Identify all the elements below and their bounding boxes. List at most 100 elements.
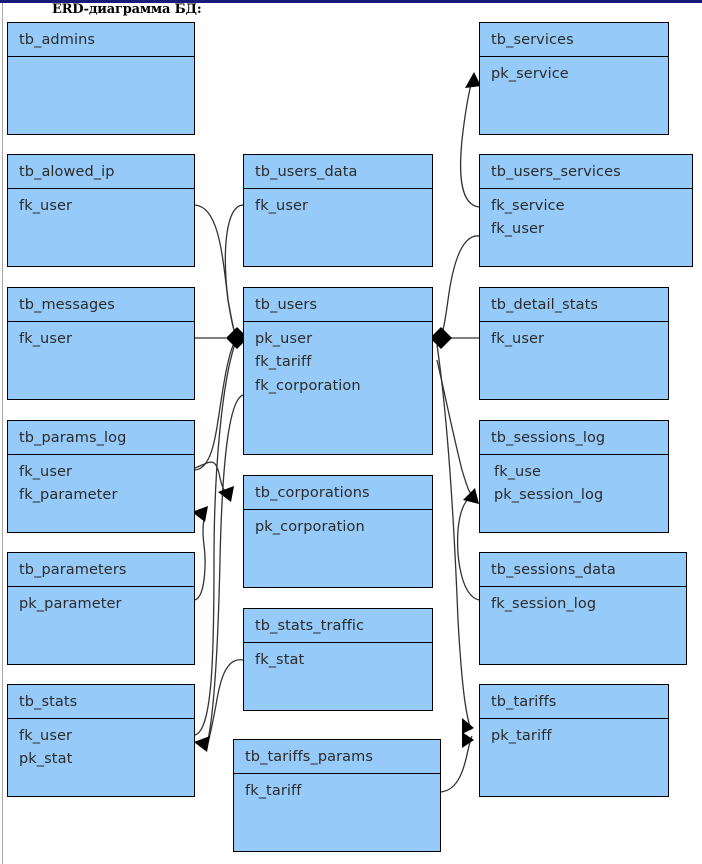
entity-title: tb_stats_traffic [255,617,365,634]
entity-header: tb_params_log [8,421,194,455]
entity-tb-tariffs-params[interactable]: tb_tariffs_params fk_tariff [233,739,441,852]
entity-attribute: fk_service [491,198,565,214]
entity-attribute: pk_tariff [491,728,552,744]
entity-tb-parameters[interactable]: tb_parameters pk_parameter [7,552,195,665]
entity-tb-stats-traffic[interactable]: tb_stats_traffic fk_stat [243,608,433,711]
entity-body: fk_user [8,189,194,218]
entity-header: tb_users [244,288,432,322]
entity-title: tb_detail_stats [491,296,599,313]
entity-body: fk_stat [244,643,432,672]
connector-stats-users [194,340,237,736]
connector-alowed-ip-users [194,204,237,338]
entity-attribute: fk_tariff [255,354,312,371]
entity-title: tb_parameters [19,561,127,578]
entity-attribute: pk_user [255,331,313,347]
entity-header: tb_stats_traffic [244,609,432,643]
entity-header: tb_sessions_data [480,553,686,587]
entity-body: fk_user [480,322,668,351]
page-top-rule [0,0,702,3]
entity-header: tb_stats [8,685,194,719]
entity-body: fk_user [244,189,432,218]
entity-body: pk_tariff [480,719,668,748]
entity-attribute: fk_parameter [19,487,118,504]
entity-attribute: fk_user [19,198,73,214]
entity-attribute: fk_user [19,728,73,744]
entity-attribute: fk_stat [255,652,305,668]
entity-body [8,57,194,63]
arrow-marker-tariffs-upper [462,718,474,734]
connector-params-log-users [194,339,237,471]
entity-tb-alowed-ip[interactable]: tb_alowed_ip fk_user [7,154,195,267]
connector-sessions-data-sessions-log [456,496,480,601]
entity-tb-params-log[interactable]: tb_params_log fk_user fk_parameter [7,420,195,533]
entity-tb-sessions-data[interactable]: tb_sessions_data fk_session_log [479,552,687,665]
connector-parameters-arrow [194,511,207,601]
entity-body: pk_parameter [8,587,194,616]
entity-tb-users-services[interactable]: tb_users_services fk_service fk_user [479,154,693,267]
entity-body: fk_service fk_user [480,189,692,242]
entity-header: tb_parameters [8,553,194,587]
entity-tb-corporations[interactable]: tb_corporations pk_corporation [243,475,433,588]
entity-body: pk_corporation [244,510,432,539]
entity-header: tb_alowed_ip [8,155,194,189]
entity-tb-tariffs[interactable]: tb_tariffs pk_tariff [479,684,669,797]
entity-tb-detail-stats[interactable]: tb_detail_stats fk_user [479,287,669,400]
entity-title: tb_admins [19,31,96,48]
entity-tb-services[interactable]: tb_services pk_service [479,22,669,135]
entity-attribute: pk_corporation [255,519,365,535]
entity-header: tb_tariffs_params [234,740,440,774]
entity-body: fk_user pk_stat [8,719,194,772]
entity-title: tb_sessions_data [491,561,616,578]
entity-body: pk_user fk_tariff fk_corporation [244,322,432,398]
entity-attribute: fk_session_log [491,596,597,612]
entity-tb-stats[interactable]: tb_stats fk_user pk_stat [7,684,195,797]
entity-header: tb_services [480,23,668,57]
entity-title: tb_users_data [255,163,358,180]
entity-attribute: fk_use [494,464,542,480]
entity-title: tb_messages [19,296,115,313]
entity-attribute: fk_tariff [245,783,302,799]
entity-header: tb_users_data [244,155,432,189]
entity-tb-users-data[interactable]: tb_users_data fk_user [243,154,433,267]
arrow-marker-corporations [218,486,234,502]
connector-users-data-users [224,204,244,338]
entity-header: tb_users_services [480,155,692,189]
connector-tariffs-params-tariffs [440,735,473,793]
connector-stats-traffic-tariffs-params [207,659,244,743]
entity-attribute: fk_user [491,331,545,347]
entity-body: fk_user [8,322,194,351]
entity-tb-sessions-log[interactable]: tb_sessions_log fk_use pk_session_log [479,420,669,533]
page-left-rule [2,3,3,864]
entity-title: tb_params_log [19,429,127,446]
entity-tb-users[interactable]: tb_users pk_user fk_tariff fk_corporatio… [243,287,433,455]
entity-title: tb_corporations [255,484,370,501]
entity-attribute: pk_parameter [19,596,122,612]
entity-tb-messages[interactable]: tb_messages fk_user [7,287,195,400]
arrow-marker-tariffs-params-left [194,736,210,752]
entity-attribute: fk_corporation [255,377,361,394]
entity-body: fk_user fk_parameter [8,455,194,508]
entity-attribute: fk_user [19,464,73,480]
entity-attribute: pk_stat [19,751,73,768]
entity-attribute: pk_service [491,66,569,82]
arrow-marker-sessions-log [463,488,479,504]
entity-title: tb_services [491,31,574,48]
connector-users-services-users [440,235,480,338]
entity-header: tb_tariffs [480,685,668,719]
entity-header: tb_corporations [244,476,432,510]
entity-title: tb_users [255,296,318,313]
entity-title: tb_tariffs_params [245,748,374,765]
entity-title: tb_tariffs [491,693,557,710]
entity-title: tb_sessions_log [491,429,606,446]
entity-header: tb_messages [8,288,194,322]
connector-users-services-services [459,79,480,208]
entity-tb-admins[interactable]: tb_admins [7,22,195,135]
connector-users-tariffs [436,344,472,731]
connector-params-log-corporations [194,461,233,495]
entity-title: tb_stats [19,693,78,710]
entity-attribute: pk_session_log [494,487,604,504]
entity-body: fk_use pk_session_log [480,455,668,508]
connector-users-long-left [207,394,244,741]
entity-title: tb_users_services [491,163,621,180]
